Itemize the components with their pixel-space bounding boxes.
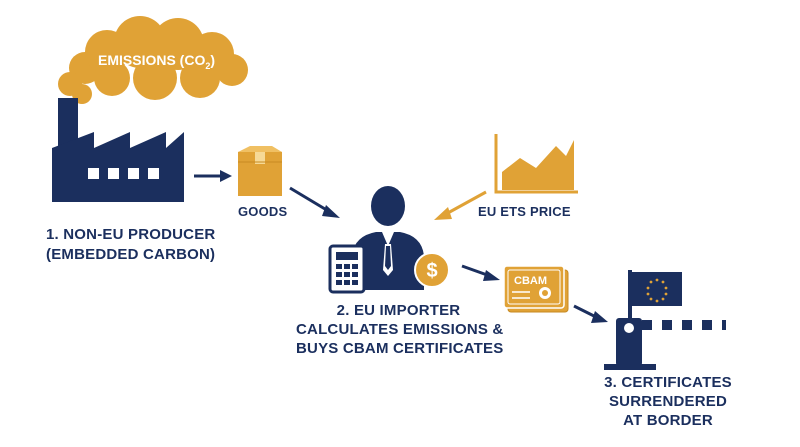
border-label-line1: 3. CERTIFICATES bbox=[604, 374, 732, 391]
arrow-ets-to-importer bbox=[434, 190, 487, 220]
certificate-icon bbox=[503, 265, 569, 313]
factory-icon bbox=[52, 98, 184, 202]
arrow-importer-to-certificate bbox=[461, 264, 500, 281]
producer-label: 1. NON-EU PRODUCER (EMBEDDED CARBON) bbox=[46, 225, 215, 265]
border-label: 3. CERTIFICATES SURRENDERED AT BORDER bbox=[598, 373, 738, 430]
importer-label-line1: 2. EU IMPORTER bbox=[336, 302, 461, 319]
arrow-certificate-to-border bbox=[573, 304, 608, 323]
emissions-label-subscript: 2 bbox=[205, 60, 211, 71]
ets-price-label: EU ETS PRICE bbox=[478, 204, 571, 219]
arrow-goods-to-importer bbox=[289, 186, 340, 218]
cloud-icon bbox=[58, 16, 248, 104]
producer-label-line2: (EMBEDDED CARBON) bbox=[46, 246, 216, 263]
certificate-label: CBAM bbox=[514, 275, 547, 287]
barrier-gate-icon bbox=[604, 318, 726, 370]
person-icon bbox=[352, 186, 424, 290]
importer-label: 2. EU IMPORTER CALCULATES EMISSIONS & BU… bbox=[296, 301, 504, 358]
border-label-line2: SURRENDERED bbox=[608, 393, 728, 410]
emissions-label-close: ) bbox=[210, 52, 216, 68]
importer-label-line2: CALCULATES EMISSIONS & bbox=[296, 321, 504, 338]
arrow-factory-to-goods bbox=[194, 170, 232, 182]
border-label-line3: AT BORDER bbox=[623, 412, 713, 429]
emissions-label: EMISSIONS (CO2) bbox=[98, 52, 215, 71]
producer-label-line1: 1. NON-EU PRODUCER bbox=[46, 226, 216, 243]
box-icon bbox=[238, 146, 282, 196]
calculator-icon bbox=[328, 244, 366, 294]
chart-icon bbox=[494, 134, 578, 194]
goods-label: GOODS bbox=[238, 204, 288, 219]
svg-text:$: $ bbox=[426, 260, 437, 282]
dollar-coin-icon: $ bbox=[414, 252, 450, 288]
importer-label-line3: BUYS CBAM CERTIFICATES bbox=[296, 340, 504, 357]
emissions-label-main: EMISSIONS (CO bbox=[98, 52, 206, 68]
